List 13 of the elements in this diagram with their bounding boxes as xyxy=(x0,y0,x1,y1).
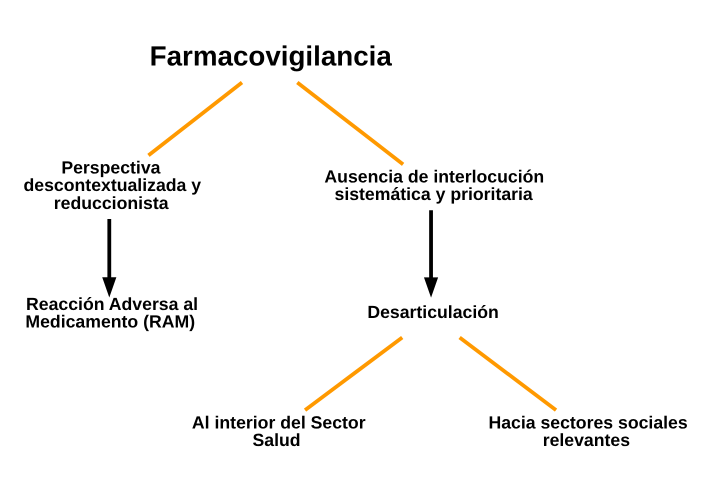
node-text: Desarticulación xyxy=(367,302,499,322)
node-text: Al interior del Sector Salud xyxy=(192,412,366,450)
connector xyxy=(296,81,404,166)
connector xyxy=(147,81,244,157)
connector xyxy=(458,336,558,412)
node-text: Ausencia de interlocución sistemática y prioritaria xyxy=(324,166,544,204)
arrow xyxy=(424,210,438,298)
connector xyxy=(304,336,404,412)
node-text: Hacia sectores sociales relevantes xyxy=(488,412,688,450)
arrow xyxy=(102,219,116,298)
node-text: Perspectiva descontextualizada y reduccionista xyxy=(23,158,202,213)
node-text: Reacción Adversa al Medicamento (RAM) xyxy=(25,294,198,332)
node-text: Farmacovigilancia xyxy=(150,40,392,72)
